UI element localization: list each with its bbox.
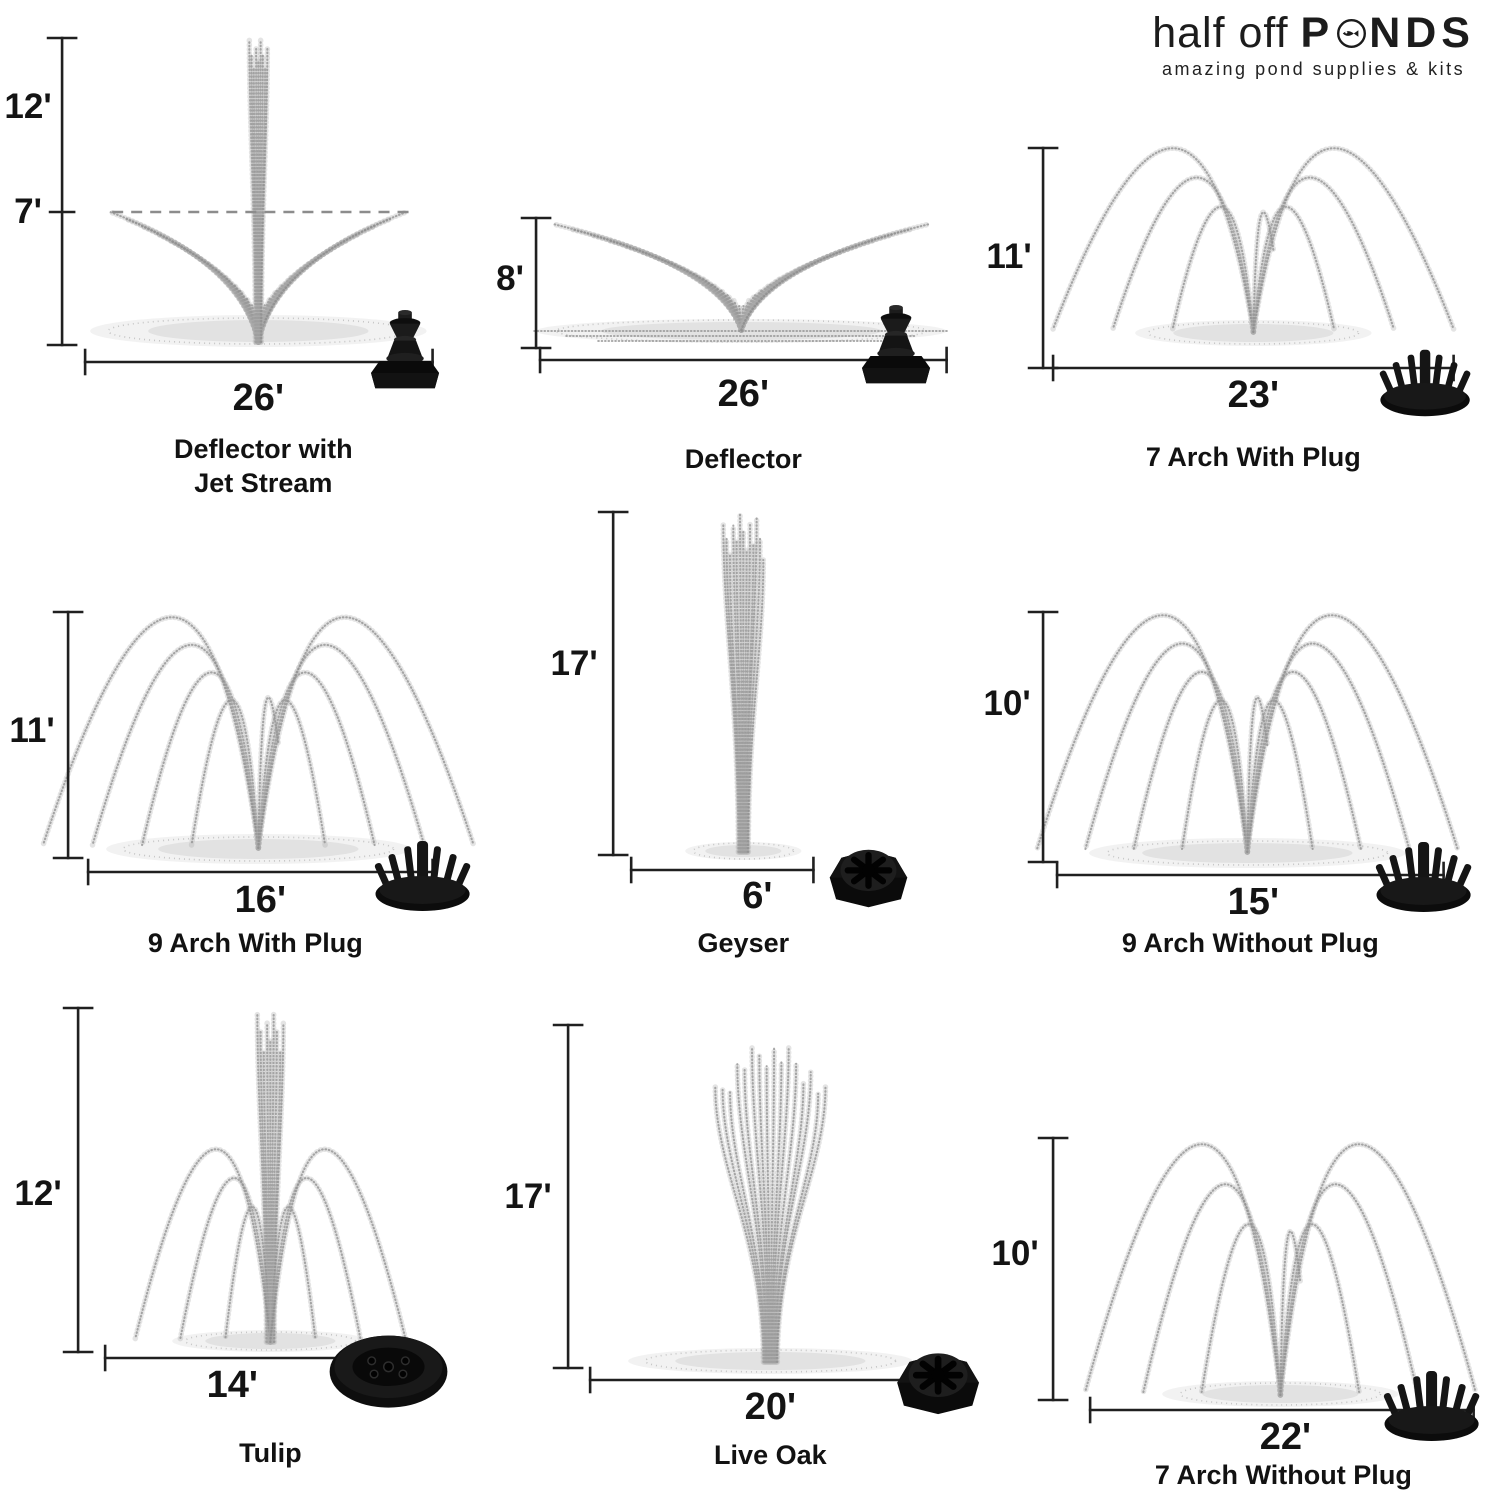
width-label: 26' (233, 377, 284, 419)
nozzle-pattern-label: Deflector (684, 444, 802, 474)
cell-9-arch-with-plug: 11' 16' 9 Arch With Plug (0, 500, 498, 1000)
height-ruler (520, 216, 552, 350)
width-label: 6' (742, 875, 772, 917)
nozzle-pattern-label: Tulip (239, 1438, 302, 1468)
diagram-9-arch-without-plug: 10' 15' 9 Arch Without Plug (984, 610, 1473, 958)
height-ruler (1038, 1136, 1069, 1402)
height-label: 10' (992, 1234, 1039, 1273)
cell-live-oak: 17' 20' Live Oak (498, 1000, 996, 1500)
diagram-live-oak: 17' 20' Live Oak (504, 1023, 996, 1470)
geyser-nozzle-image (829, 850, 907, 908)
height-ruler (597, 510, 629, 857)
width-label: 14' (207, 1364, 258, 1406)
height-ruler (552, 1023, 584, 1370)
height-ruler (52, 610, 84, 860)
height-ruler (62, 1006, 94, 1354)
spray-arches (1034, 612, 1461, 855)
height-label: 11' (987, 237, 1032, 276)
nozzle-pattern-label: Geyser (697, 928, 789, 958)
nozzle-pattern-label: 7 Arch Without Plug (1155, 1460, 1412, 1490)
deflector-nozzle-image (861, 305, 930, 384)
nozzle-pattern-label: 9 Arch With Plug (148, 928, 363, 958)
spray-fan (532, 221, 950, 343)
cell-7-arch-without-plug: 10' 22' 7 Arch Without Plug (992, 1000, 1493, 1500)
height-label: 17' (550, 644, 597, 683)
diagram-geyser: 17' 6' Geyser (550, 510, 996, 958)
spray-arches (1082, 1141, 1479, 1398)
nozzle-pattern-label-line2: Jet Stream (194, 468, 332, 498)
width-ruler (629, 856, 815, 884)
height-ruler (1028, 146, 1059, 370)
geyser-nozzle-image (897, 1353, 979, 1414)
arch-nozzle-image (1379, 349, 1472, 417)
width-label: 20' (744, 1386, 795, 1428)
diagram-deflector: 8' 26' Deflector (496, 216, 950, 474)
width-label: 23' (1228, 374, 1279, 416)
brand-tagline: amazing pond supplies & kits (1162, 59, 1466, 80)
cell-7-arch-with-plug: 11' 23' 7 Arch With Plug (987, 0, 1493, 500)
cell-deflector: 8' 26' Deflector (496, 0, 996, 500)
cell-geyser: 17' 6' Geyser (498, 500, 996, 1000)
jet-height-label: 12' (4, 87, 51, 126)
width-label: 22' (1260, 1416, 1311, 1458)
spray-column (720, 511, 766, 855)
cell-deflector-with-jet-stream: 12' 7' 26' Deflector with Jet Stream (0, 0, 498, 500)
arch-nozzle-image (1383, 1371, 1481, 1441)
spray-column (712, 1044, 828, 1365)
nozzle-pattern-label: 7 Arch With Plug (1146, 442, 1361, 472)
diagram-9-arch-with-plug: 11' 16' 9 Arch With Plug (9, 610, 477, 958)
cell-9-arch-without-plug: 10' 15' 9 Arch Without Plug (984, 500, 1493, 1000)
spray-arches (1050, 145, 1457, 335)
diagram-deflector-with-jet-stream: 12' 7' 26' Deflector with Jet Stream (4, 36, 440, 498)
spray-jet (246, 37, 271, 345)
fish-icon (1335, 10, 1368, 57)
height-ruler (1028, 610, 1059, 864)
diagram-7-arch-with-plug: 11' 23' 7 Arch With Plug (987, 145, 1472, 472)
height-label: 12' (14, 1174, 61, 1213)
spray-height-label: 7' (14, 192, 42, 231)
width-label: 16' (235, 879, 286, 921)
height-label: 8' (496, 259, 524, 298)
height-ruler (46, 36, 78, 347)
width-label: 15' (1228, 881, 1279, 923)
tulip-nozzle-image (328, 1334, 449, 1409)
spray-tulip (132, 1011, 409, 1345)
height-label: 10' (984, 684, 1031, 723)
diagram-7-arch-without-plug: 10' 22' 7 Arch Without Plug (992, 1136, 1481, 1490)
nozzle-pattern-label: Deflector with (174, 434, 353, 464)
height-label: 17' (504, 1177, 551, 1216)
nozzle-pattern-label: 9 Arch Without Plug (1122, 928, 1379, 958)
diagram-tulip: 12' 14' Tulip (14, 1006, 449, 1468)
nozzle-pattern-label: Live Oak (714, 1440, 828, 1470)
width-label: 26' (717, 373, 768, 415)
height-label: 11' (9, 711, 54, 750)
spray-arches (40, 614, 477, 851)
brand-name-light: half off (1152, 9, 1289, 57)
cell-tulip: 12' 14' Tulip (0, 1000, 498, 1500)
